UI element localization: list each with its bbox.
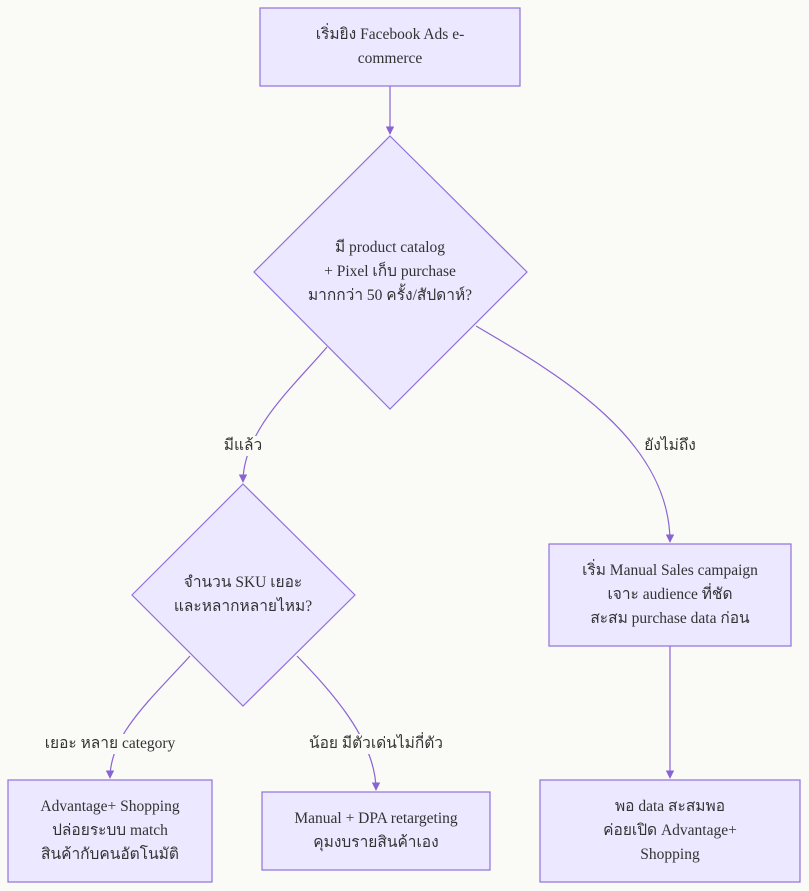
node-manual-sales-label: เริ่ม Manual Sales campaign เจาะ audienc… [582, 562, 758, 627]
edge-label-yes: มีแล้ว [223, 436, 263, 456]
edge-sku-to-advantage [105, 655, 191, 779]
node-manual-sales-box [548, 543, 792, 647]
edge-label-many: เยอะ หลาย category [44, 734, 176, 754]
node-catalog-check-diamond [253, 135, 528, 410]
node-sku-check-label: จำนวน SKU เยอะ และหลากหลายไหม? [173, 574, 313, 615]
node-manual-dpa-label: Manual + DPA retargeting คุมงบรายสินค้าเ… [294, 810, 458, 851]
edge-catalog-to-sku [238, 346, 328, 483]
node-advantage-later-box [539, 779, 801, 883]
node-advantage-later-label: พอ data สะสมพอ ค่อยเปิด Advantage+ Shopp… [603, 798, 737, 863]
edge-catalog-to-manual-sales [475, 325, 675, 543]
edge-label-few: น้อย มีตัวเด่นไม่กี่ตัว [309, 734, 443, 754]
node-catalog-check-label: มี product catalog + Pixel เก็บ purchase… [307, 239, 473, 304]
node-start-label: เริ่มยิง Facebook Ads e- commerce [315, 26, 465, 67]
node-manual-dpa-box [261, 791, 491, 871]
node-advantage-shopping-box [7, 779, 213, 883]
node-advantage-shopping-label: Advantage+ Shopping ปล่อยระบบ match สินค… [40, 798, 180, 863]
node-start-box [259, 7, 521, 87]
edge-sku-to-dpa [296, 655, 381, 791]
edge-label-no: ยังไม่ถึง [644, 436, 696, 456]
node-sku-check-diamond [131, 483, 356, 707]
